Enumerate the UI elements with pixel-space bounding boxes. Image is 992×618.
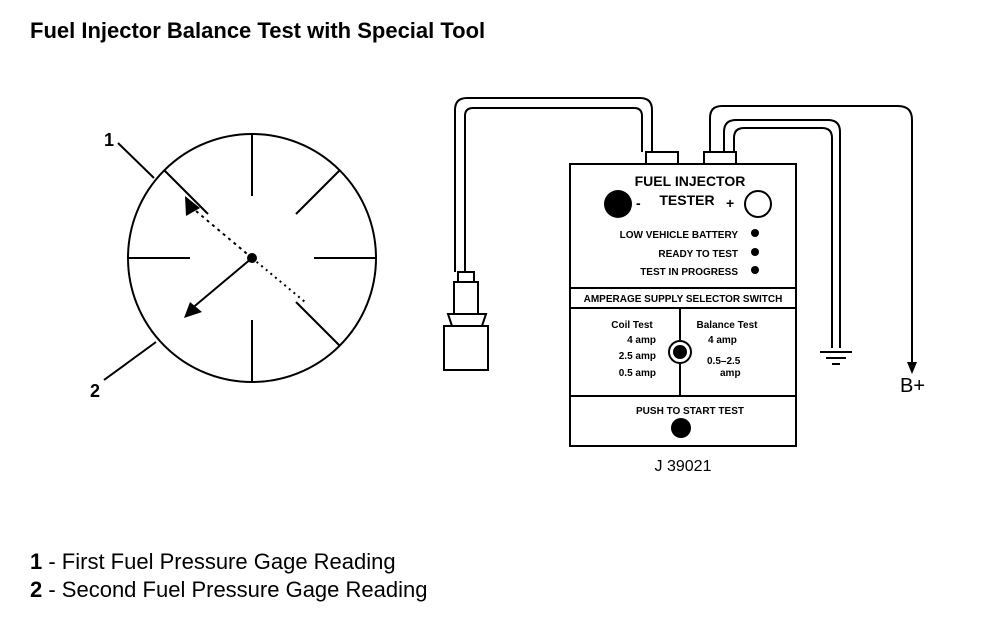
gauge-needle-second (189, 257, 253, 311)
indicator-led-low-battery (751, 229, 759, 237)
balance-test-label: Balance Test (697, 320, 759, 331)
legend-item-1: 1 - First Fuel Pressure Gage Reading (30, 549, 396, 575)
gauge-tick (295, 301, 341, 347)
gauge-needle-first (189, 205, 253, 259)
indicator-led-in-progress (751, 266, 759, 274)
legend-number: 1 (30, 549, 43, 574)
injector-connector (443, 271, 489, 371)
negative-terminal-label: - (636, 195, 641, 211)
legend-text: - First Fuel Pressure Gage Reading (42, 549, 396, 574)
balance-option-range: 0.5–2.5 (707, 356, 741, 367)
page-title: Fuel Injector Balance Test with Special … (30, 18, 485, 43)
injector-lead-inner (464, 107, 643, 272)
gauge-tick (163, 169, 209, 215)
positive-terminal-label: + (726, 195, 734, 211)
indicator-label-in-progress: TEST IN PROGRESS (640, 267, 738, 278)
tester-title-line1: FUEL INJECTOR (635, 173, 746, 189)
legend-number: 2 (30, 577, 43, 602)
injector-lead-outer (454, 97, 653, 272)
callout-leader-1 (117, 142, 155, 179)
gauge-needle-tail-dotted (251, 257, 306, 303)
fuel-injector-tester: FUEL INJECTOR TESTER - + LOW VEHICLE BAT… (569, 151, 797, 447)
battery-arrowhead (907, 362, 917, 374)
ground-lead-outer (723, 119, 841, 348)
indicator-label-ready: READY TO TEST (658, 249, 738, 260)
battery-positive-label: B+ (900, 375, 925, 397)
legend-item-2: 2 - Second Fuel Pressure Gage Reading (30, 577, 427, 603)
selector-switch-header: AMPERAGE SUPPLY SELECTOR SWITCH (584, 294, 783, 305)
tool-model-number: J 39021 (655, 458, 712, 475)
coil-option-4-amp: 4 amp (627, 335, 656, 346)
legend-text: - Second Fuel Pressure Gage Reading (42, 577, 428, 602)
indicator-led-ready (751, 248, 759, 256)
balance-option-range-unit: amp (720, 368, 741, 379)
callout-2: 2 (90, 381, 100, 401)
indicator-label-low-battery: LOW VEHICLE BATTERY (620, 230, 739, 241)
gauge-pivot (247, 253, 257, 263)
ground-lead-inner (733, 127, 833, 348)
callout-leader-2 (103, 341, 157, 381)
callout-1: 1 (104, 130, 114, 150)
negative-terminal[interactable] (604, 190, 632, 218)
ground-symbol (820, 351, 852, 365)
coil-option-2-5-amp: 2.5 amp (619, 351, 656, 362)
tester-leads (454, 97, 913, 362)
tester-plug-right (703, 151, 737, 165)
tester-plug-left (645, 151, 679, 165)
balance-option-4-amp: 4 amp (708, 335, 737, 346)
selector-knob-center (673, 345, 687, 359)
coil-option-0-5-amp: 0.5 amp (619, 368, 656, 379)
fuel-pressure-gauge (103, 133, 377, 383)
needle-arrowhead-second (184, 302, 202, 318)
gauge-tick (295, 169, 341, 215)
tester-title-line2: TESTER (659, 192, 714, 208)
needle-arrowhead-first (185, 196, 200, 216)
start-test-button[interactable] (671, 418, 691, 438)
battery-lead-outer (709, 105, 913, 362)
push-to-start-label: PUSH TO START TEST (636, 406, 744, 417)
positive-terminal[interactable] (744, 190, 772, 218)
coil-test-label: Coil Test (611, 320, 653, 331)
